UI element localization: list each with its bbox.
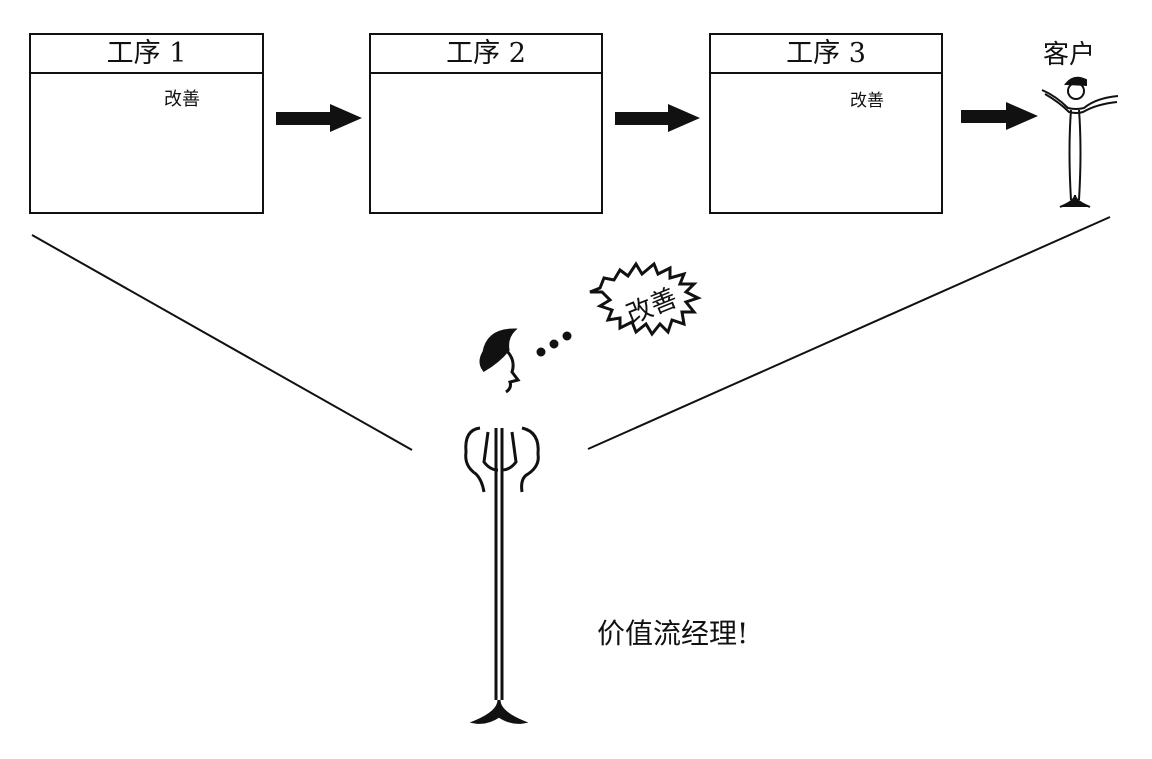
customer-figure [1041,76,1119,208]
process-box-3-title: 工序 3 [711,35,941,74]
process-box-1: 工序 1 [29,33,264,214]
manager-figure [464,261,702,724]
customer-label: 客户 [1043,40,1096,70]
process-box-2-title: 工序 2 [371,35,601,74]
perspective-line-right [587,216,1111,450]
kaizen-bubble-3-text: 改善 [850,91,884,111]
flow-arrow-2 [615,104,700,132]
kaizen-bubble-1-text: 改善 [164,89,200,110]
flow-arrow-3 [961,102,1038,130]
process-box-1-title: 工序 1 [31,35,262,74]
perspective-line-left [31,234,413,451]
value-stream-manager-label: 价值流经理! [597,617,749,650]
process-box-3: 工序 3 [709,33,943,214]
process-box-2: 工序 2 [369,33,603,214]
kaizen-cloud-manager [589,261,702,337]
flow-arrow-1 [276,104,362,132]
